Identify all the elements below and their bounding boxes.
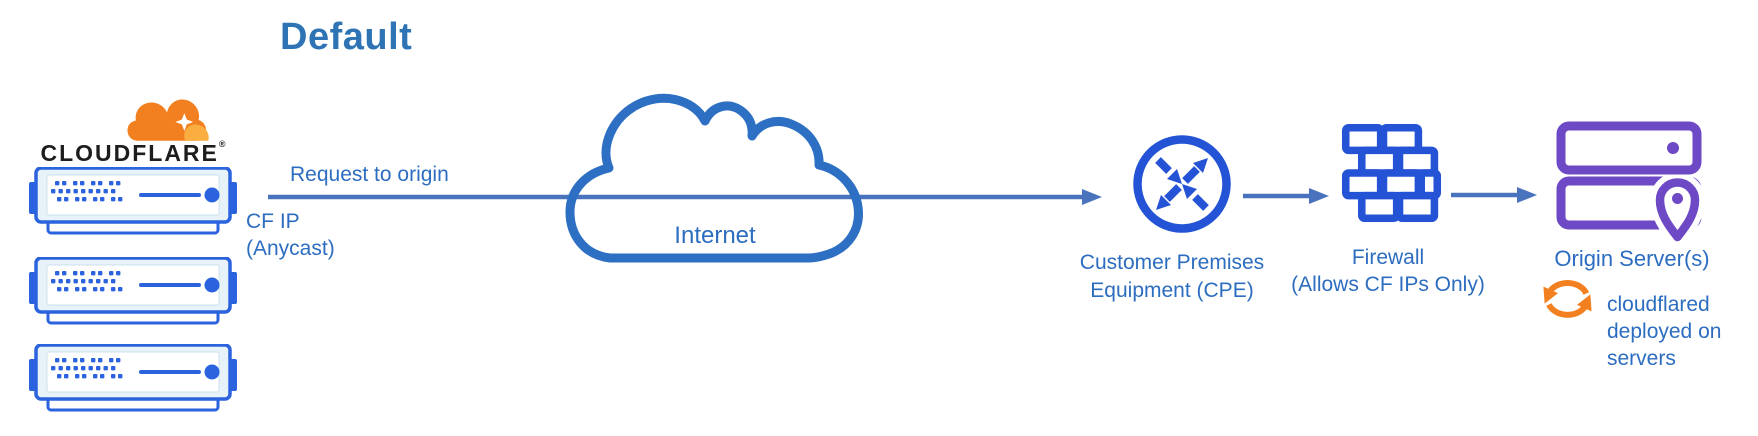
firewall-label-line1: Firewall [1351, 246, 1425, 269]
server-rack-icon [29, 167, 237, 237]
internet-label: Internet [674, 222, 756, 249]
brick-wall-icon [1341, 123, 1442, 223]
cpe-to-firewall-arrow [1243, 188, 1329, 204]
page-title: Default [280, 16, 413, 58]
router-icon [1133, 135, 1231, 233]
cf-ip-line1: CF IP [246, 210, 300, 233]
cf-ip-line2: (Anycast) [246, 237, 335, 260]
firewall-label-line2: (Allows CF IPs Only) [1291, 273, 1485, 296]
cloudflare-wordmark: CLOUDFLARE® [34, 140, 234, 167]
request-to-origin-label: Request to origin [290, 163, 449, 186]
arrow-outward-top-right [1182, 158, 1208, 184]
request-arrow [268, 189, 1102, 205]
arrow-inward-bottom-right [1182, 184, 1209, 211]
cloudflare-brand-text: CLOUDFLARE [40, 140, 219, 166]
internet-cloud-icon [565, 93, 863, 263]
cloudflare-cloud-icon [127, 99, 209, 141]
trademark-symbol: ® [218, 139, 228, 149]
cloudflare-server-2 [29, 257, 237, 327]
cloudflared-note-line3: servers [1607, 347, 1676, 370]
server-rack-icon [29, 344, 237, 414]
cpe-label-line2: Equipment (CPE) [1090, 279, 1254, 302]
cpe-label: Customer Premises Equipment (CPE) [1062, 249, 1282, 305]
cloudflared-note: cloudflared deployed on servers [1607, 291, 1758, 372]
origin-server-label: Origin Server(s) [1554, 246, 1710, 271]
cloudflared-note-line2: deployed on [1607, 320, 1722, 343]
sync-arrows-icon [1543, 279, 1592, 318]
server-rack-icon [29, 257, 237, 327]
arrow-outward-bottom-left [1156, 184, 1182, 210]
cloudflare-server-1 [29, 167, 237, 237]
cpe-label-line1: Customer Premises [1079, 251, 1265, 274]
cf-ip-anycast-label: CF IP (Anycast) [246, 208, 406, 262]
firewall-to-origin-arrow [1451, 187, 1537, 203]
origin-server-icon [1556, 121, 1706, 254]
cloudflared-note-line1: cloudflared [1607, 293, 1710, 316]
location-pin-icon [1655, 178, 1700, 242]
firewall-label: Firewall (Allows CF IPs Only) [1268, 244, 1508, 298]
arrow-inward-top-left [1155, 157, 1182, 184]
cloudflare-server-3 [29, 344, 237, 414]
